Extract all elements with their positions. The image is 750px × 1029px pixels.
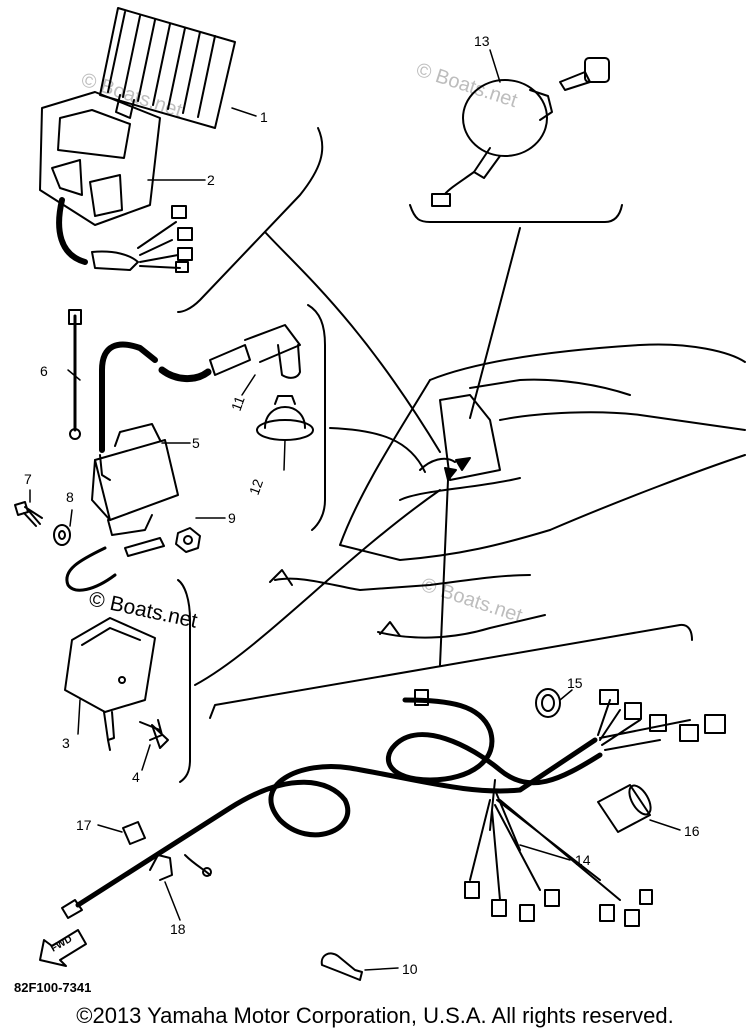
wire-cap-part bbox=[122, 821, 146, 845]
screw-part bbox=[139, 719, 169, 749]
fwd-label: FWD bbox=[49, 934, 74, 955]
callout-number: 15 bbox=[567, 675, 583, 691]
cdi-box-part bbox=[64, 617, 156, 751]
main-switch-part bbox=[431, 57, 610, 207]
part-code: 82F100-7341 bbox=[14, 980, 91, 995]
wire-harness-part bbox=[61, 689, 726, 927]
callout-number: 11 bbox=[228, 394, 248, 413]
plug-cap-part bbox=[99, 324, 301, 453]
watermark: © Boats.net bbox=[413, 59, 520, 112]
snowmobile-body bbox=[269, 343, 746, 639]
callout-leaders bbox=[29, 49, 681, 971]
callout-number: 13 bbox=[474, 33, 490, 49]
callout-number: 7 bbox=[24, 471, 32, 487]
copyright-notice: ©2013 Yamaha Motor Corporation, U.S.A. A… bbox=[76, 1003, 674, 1028]
callout-number: 5 bbox=[192, 435, 200, 451]
watermark: © Boats.net bbox=[87, 587, 200, 632]
callout-number: 3 bbox=[62, 735, 70, 751]
clamp-small-part bbox=[320, 952, 363, 981]
leader-line bbox=[469, 227, 521, 419]
grommet-part bbox=[535, 688, 561, 718]
callout-number: 4 bbox=[132, 769, 140, 785]
bracket-line bbox=[307, 304, 326, 531]
cap-part bbox=[256, 395, 314, 441]
bracket-line bbox=[177, 579, 191, 783]
callout-number: 10 bbox=[402, 961, 418, 977]
fwd-arrow: FWD bbox=[39, 929, 87, 967]
callout-number: 17 bbox=[76, 817, 92, 833]
callout-number: 9 bbox=[228, 510, 236, 526]
nut-part bbox=[175, 527, 201, 553]
cdi-cover-part bbox=[39, 91, 193, 273]
callout-number: 1 bbox=[260, 109, 268, 125]
callout-number: 18 bbox=[170, 921, 186, 937]
leader-line bbox=[194, 489, 441, 686]
leader-line bbox=[329, 427, 426, 473]
tube-part bbox=[597, 784, 652, 833]
callout-number: 16 bbox=[684, 823, 700, 839]
cdi-unit-part bbox=[99, 7, 236, 129]
watermark: © Boats.net bbox=[418, 574, 525, 627]
callout-number: 8 bbox=[66, 489, 74, 505]
bolt-part bbox=[14, 501, 43, 527]
callout-number: 12 bbox=[246, 477, 266, 497]
bracket-line bbox=[177, 127, 324, 313]
callout-number: 2 bbox=[207, 172, 215, 188]
washer-part bbox=[53, 524, 71, 546]
leader-line bbox=[264, 231, 441, 453]
leader-line bbox=[439, 479, 449, 666]
bracket-line bbox=[409, 204, 623, 223]
callout-number: 14 bbox=[575, 852, 591, 868]
callout-number: 6 bbox=[40, 363, 48, 379]
ignition-coil-part bbox=[91, 423, 179, 536]
bracket-line bbox=[209, 623, 693, 719]
clamp-part bbox=[149, 854, 212, 881]
